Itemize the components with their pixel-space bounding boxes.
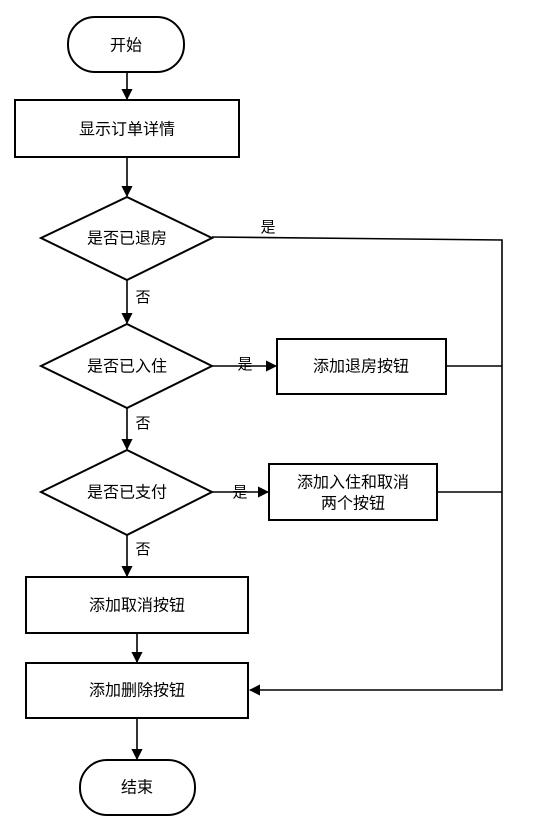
paid-yes-label: 是 — [232, 483, 247, 501]
add-cancel-button-box — [25, 576, 249, 634]
paid-decision — [38, 448, 215, 537]
add-checkout-button-text: 添加退房按钮 — [313, 357, 409, 376]
checkout-yes-label: 是 — [260, 218, 275, 236]
add-checkin-cancel-text-line2: 两个按钮 — [321, 494, 385, 513]
add-delete-button-text: 添加删除按钮 — [89, 681, 185, 700]
add-checkout-button-box — [276, 338, 447, 395]
start-terminal — [67, 16, 185, 73]
end-terminal — [79, 759, 196, 816]
add-checkin-cancel-text-line1: 添加入住和取消 — [297, 473, 409, 492]
show-detail-text: 显示订单详情 — [79, 120, 175, 139]
add-delete-button-box — [25, 662, 249, 719]
checkin-question: 是否已入住 — [87, 357, 167, 376]
checkin-no-label: 否 — [135, 414, 150, 432]
checkout-question: 是否已退房 — [87, 229, 167, 248]
checkin-decision — [38, 322, 215, 410]
end-text: 结束 — [121, 778, 153, 797]
checkout-decision — [38, 195, 215, 282]
add-cancel-button-text: 添加取消按钮 — [89, 596, 185, 615]
add-checkin-cancel-box — [268, 463, 438, 521]
paid-no-label: 否 — [135, 540, 150, 558]
checkout-no-label: 否 — [135, 288, 150, 306]
start-text: 开始 — [110, 36, 142, 55]
edge-checkout-yes — [211, 236, 503, 696]
checkin-yes-label: 是 — [237, 355, 252, 373]
paid-question: 是否已支付 — [87, 483, 167, 502]
show-detail-box — [14, 99, 240, 158]
